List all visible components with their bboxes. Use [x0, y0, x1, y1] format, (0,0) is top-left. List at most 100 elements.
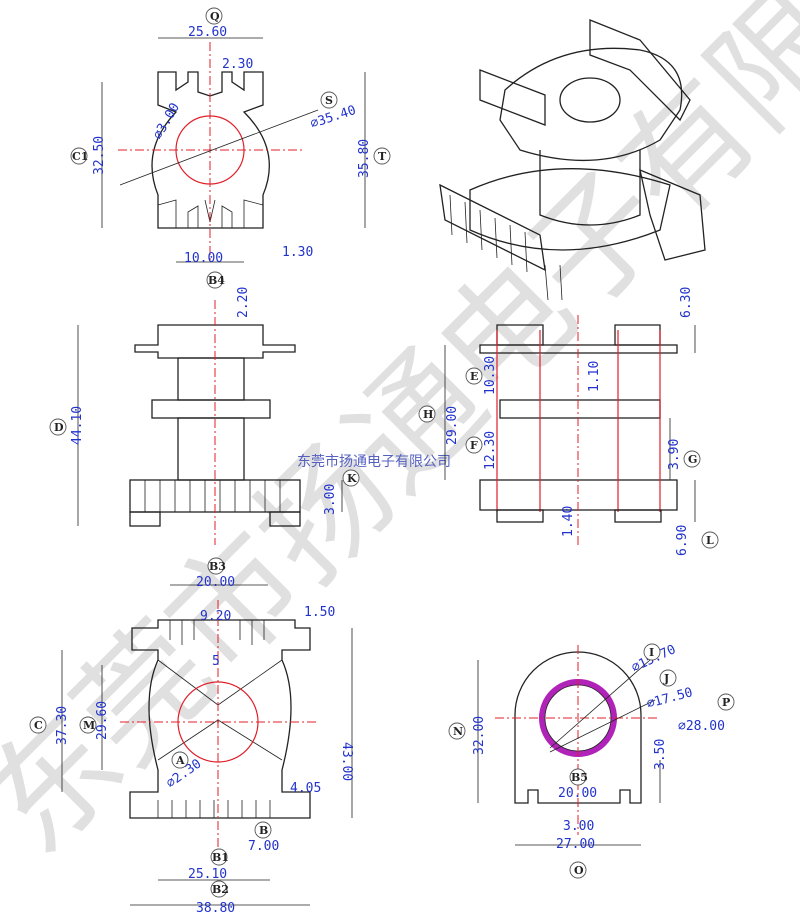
iso-mid-flange: [469, 168, 671, 251]
iso-bottom-legs: [544, 264, 563, 301]
mr-left-foot: [496, 509, 544, 523]
bubble-n: [448, 722, 466, 740]
iso-top-bore: [559, 77, 621, 123]
br-dim-slot-span-label: 20.00: [558, 786, 597, 801]
bl-outline: [129, 619, 311, 819]
ml-left-foot: [129, 511, 161, 527]
ml-lower-barrel: [177, 417, 245, 481]
bubble-t-label: T: [378, 150, 387, 163]
mr-dim-upper-label: 10.30: [483, 356, 498, 395]
tl-dim-width-label: 25.60: [188, 25, 227, 40]
mr-dim-top-label: 6.30: [679, 287, 694, 318]
bl-top-slots: [169, 620, 265, 645]
mr-dim-foot-gap-label: 1.40: [561, 506, 576, 537]
bubble-j-label: J: [663, 672, 669, 685]
bubble-b3-label: B3: [209, 560, 226, 573]
tl-outline: [151, 71, 270, 229]
bubble-f: [465, 436, 483, 454]
bubble-b1: [210, 848, 228, 866]
mr-dim-foot-label: 6.90: [675, 525, 690, 556]
bubble-t: [373, 147, 391, 165]
tl-dim-pin-width-label: 1.30: [282, 245, 313, 260]
bubble-c: [29, 716, 47, 734]
bubble-p-label: P: [722, 696, 730, 709]
bubble-p: [717, 693, 735, 711]
br-dim-ring-dia-label: ⌀17.50: [645, 685, 694, 712]
bubble-b2-label: B2: [212, 883, 229, 896]
bl-dim-pin-span-label: 25.10: [188, 867, 227, 882]
bubble-c1: [70, 147, 88, 165]
iso-top-brackets: [479, 19, 691, 126]
tl-diameter-leader: [119, 109, 319, 186]
bubble-k: [342, 469, 360, 487]
bubble-m-label: M: [83, 719, 95, 732]
bottom-right-view: ⌀15.70 ⌀17.50 ⌀28.00 32.00 3.50 20.00 3.…: [448, 642, 735, 879]
br-dim-width-label: 27.00: [556, 837, 595, 852]
mr-dim-total-label: 29.00: [445, 406, 460, 445]
bubble-l: [701, 531, 719, 549]
br-dim-height-label: 32.00: [472, 716, 487, 755]
bl-dim-foot-label: 4.05: [290, 781, 321, 796]
bubble-d: [49, 418, 67, 436]
iso-core-barrel: [539, 150, 641, 226]
bubble-g-label: G: [688, 453, 697, 466]
bl-dim-center-label: 5: [212, 654, 220, 669]
bl-dim-overall-label: 38.80: [196, 901, 235, 916]
bubble-b4: [206, 271, 224, 289]
ml-upper-barrel: [177, 357, 245, 401]
iso-bottom-pin-rail: [439, 183, 546, 272]
br-leader-1: [549, 659, 651, 749]
bubble-l-label: L: [706, 534, 714, 547]
br-outline: [514, 651, 642, 804]
bubble-j: [659, 669, 677, 687]
middle-left-view: 2.20 44.10 3.00 D K B3: [49, 287, 360, 575]
ml-mid-flange: [151, 399, 271, 419]
bubble-b-label: B: [259, 824, 268, 837]
tl-dim-pin-dia-label: ⌀3.00: [150, 101, 183, 142]
mr-right-foot: [614, 509, 662, 523]
bubble-q: [205, 7, 223, 25]
bottom-left-view: 20.00 9.20 1.50 37.30 29.60 5 43.00 ⌀2.3…: [29, 575, 354, 916]
mr-dim-lower-label: 12.30: [483, 431, 498, 470]
br-dim-foot-label: 3.50: [653, 739, 668, 770]
bl-dim-height-label: 37.30: [55, 706, 70, 745]
iso-top-flange: [499, 47, 683, 162]
bl-dim-total-height-label: 43.00: [339, 742, 354, 781]
bubble-e: [465, 367, 483, 385]
br-leader-2: [549, 699, 656, 753]
ml-right-foot: [269, 511, 301, 527]
bubble-i: [643, 643, 661, 661]
bubble-b: [254, 821, 272, 839]
bl-dim-inner-height-label: 29.60: [95, 701, 110, 740]
bubble-o: [569, 861, 587, 879]
bubble-s: [320, 91, 338, 109]
bubble-a: [171, 751, 189, 769]
tl-dim-slot-label: 2.30: [222, 57, 253, 72]
top-left-view: 25.60 2.30 ⌀3.00 ⌀35.40 32.50 35.80 10.0…: [70, 7, 391, 289]
iso-side-block: [639, 168, 706, 261]
bubble-g: [683, 450, 701, 468]
tl-dim-height-label: 32.50: [92, 136, 107, 175]
tl-dim-total-height-label: 35.80: [357, 139, 372, 178]
middle-right-view: 6.30 10.30 1.10 29.00 12.30 3.90 1.40 6.…: [418, 287, 719, 556]
tl-dim-bore-dia-label: ⌀35.40: [309, 103, 358, 132]
bubble-h: [418, 405, 436, 423]
bubble-h-label: H: [423, 408, 433, 421]
bl-bottom-slots: [157, 800, 271, 818]
bubble-c-label: C: [34, 719, 43, 732]
bubble-m: [79, 716, 97, 734]
ml-base-pins: [144, 480, 281, 512]
bl-dim-slot-label: 1.50: [304, 605, 335, 620]
bubble-k-label: K: [347, 472, 357, 485]
ml-top-flange: [134, 324, 296, 359]
bubble-b2: [210, 880, 228, 898]
br-dim-slot-label: 3.00: [563, 819, 594, 834]
isometric-view: [439, 19, 706, 301]
tl-bottom-pins: [157, 199, 264, 228]
bubble-c1-label: C1: [72, 150, 88, 163]
bubble-b5-label: B5: [571, 771, 588, 784]
ml-dim-flange-label: 2.20: [236, 287, 251, 318]
bubble-n-label: N: [453, 725, 463, 738]
bl-dim-slot-span-label: 9.20: [200, 609, 231, 624]
tl-dim-pin-spacing-label: 10.00: [184, 251, 223, 266]
